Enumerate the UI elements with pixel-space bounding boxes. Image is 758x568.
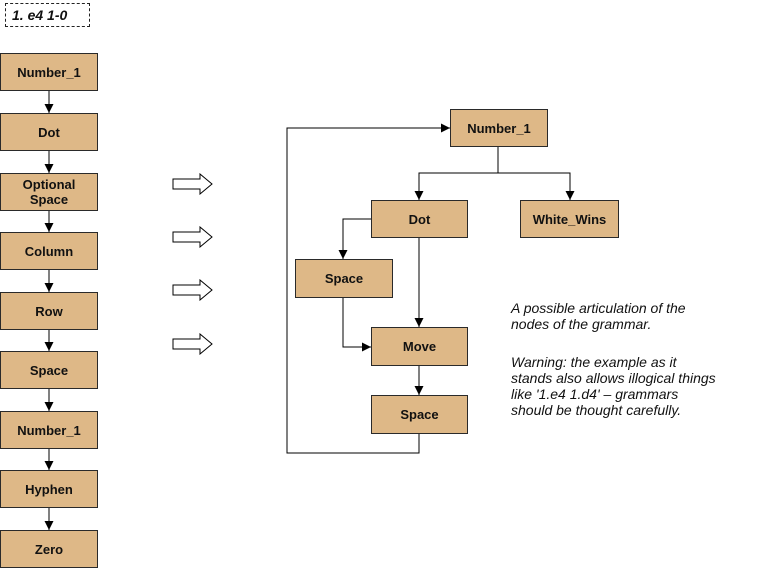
edge-branch-to-dot	[414, 172, 498, 200]
sequence-node-row: Row	[0, 292, 98, 330]
graph-node-number-1: Number_1	[450, 109, 548, 147]
warning-note: Warning: the example as it stands also a…	[511, 354, 716, 418]
transition-arrow	[172, 173, 213, 195]
diagram-title: 1. e4 1-0	[5, 3, 90, 27]
graph-node-white-wins: White_Wins	[520, 200, 619, 238]
graph-node-space: Space	[295, 259, 393, 298]
transition-arrow	[172, 226, 213, 248]
transition-arrow	[172, 279, 213, 301]
sequence-node-number-1-second: Number_1	[0, 411, 98, 449]
edge-branch-to-white-wins	[498, 172, 575, 200]
articulation-note: A possible articulation of the nodes of …	[511, 300, 686, 332]
transition-arrow	[172, 333, 213, 355]
sequence-node-hyphen: Hyphen	[0, 470, 98, 508]
sequence-node-space: Space	[0, 351, 98, 389]
graph-node-dot: Dot	[371, 200, 468, 238]
edge-space-to-move	[342, 298, 371, 352]
sequence-node-number-1: Number_1	[0, 53, 98, 91]
edge-dot-to-space	[338, 218, 371, 259]
graph-node-move: Move	[371, 327, 468, 366]
sequence-node-zero: Zero	[0, 530, 98, 568]
sequence-node-optional-space: Optional Space	[0, 173, 98, 211]
graph-node-space-bottom: Space	[371, 395, 468, 434]
edge-loop-back	[286, 123, 450, 454]
sequence-node-column: Column	[0, 232, 98, 270]
sequence-node-dot: Dot	[0, 113, 98, 151]
